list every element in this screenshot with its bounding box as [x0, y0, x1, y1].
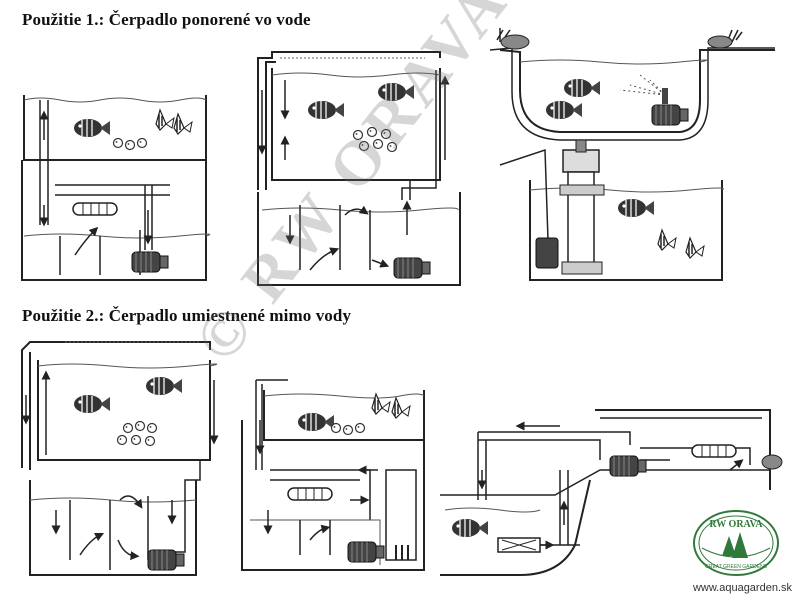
- website-url: www.aquagarden.sk: [692, 582, 792, 594]
- heading-usage-1: Použitie 1.: Čerpadlo ponorené vo vode: [22, 10, 311, 29]
- heading-usage-2: Použitie 2.: Čerpadlo umiestnené mimo vo…: [22, 306, 352, 325]
- diagram-1-sump-submerged: [21, 95, 211, 281]
- svg-text:GREAT GREEN GARDENS: GREAT GREEN GARDENS: [705, 564, 768, 570]
- diagram-6-cabinet-external-pump: [241, 379, 425, 571]
- svg-text:RW ORAVA: RW ORAVA: [709, 519, 763, 530]
- diagram-2-overhead-submerged: [257, 51, 461, 286]
- rw-orava-logo: RW ORAVA GREAT GREEN GARDENS: [693, 510, 779, 576]
- diagram-4-aquarium-uv-column: [499, 148, 724, 281]
- diagram-5-overhead-external-pump: [21, 341, 219, 576]
- diagram-3-pond-submerged: [489, 28, 775, 141]
